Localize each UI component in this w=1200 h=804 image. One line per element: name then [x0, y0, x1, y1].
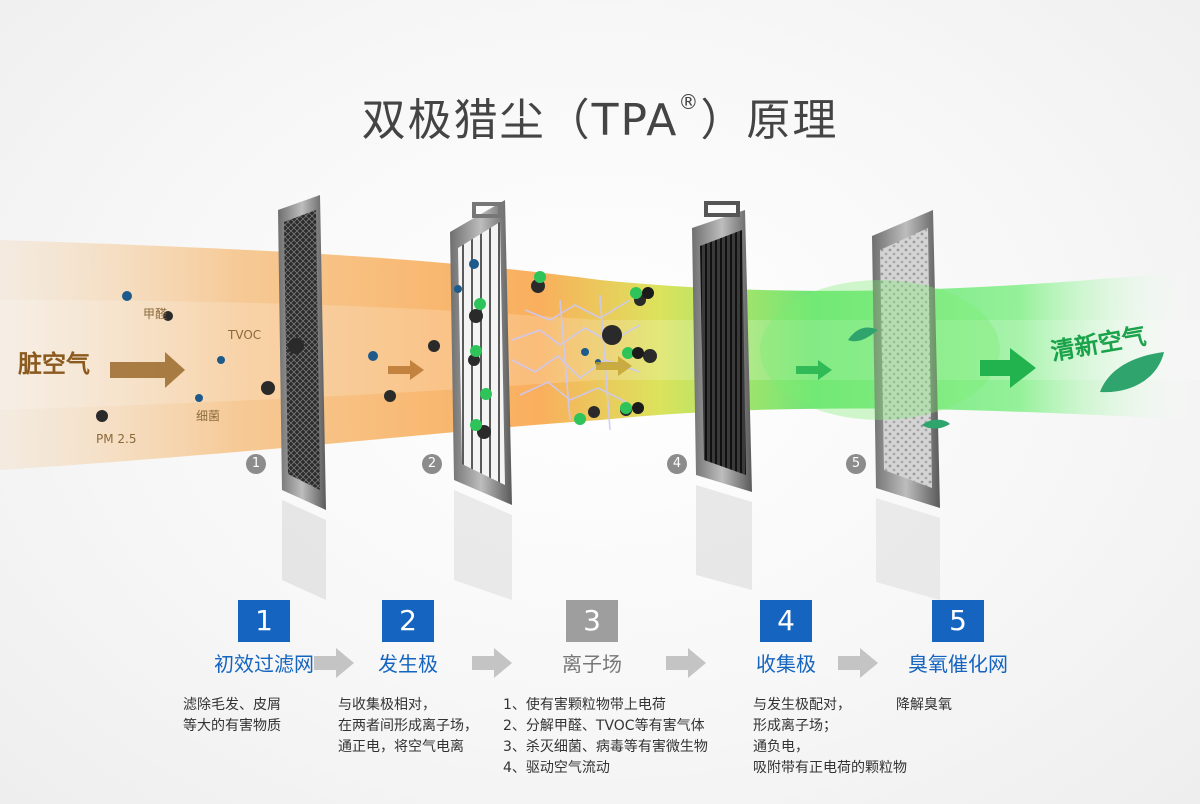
title-tail: ）原理	[700, 95, 839, 146]
filter-number-1: 1	[246, 454, 266, 474]
step-3-name: 离子场	[562, 652, 622, 676]
step-5-description: 降解臭氧	[896, 697, 952, 713]
tvoc-label: TVOC	[228, 328, 262, 342]
step-5-number: 5	[932, 600, 984, 642]
filter-1-prefilter	[278, 195, 326, 600]
flow-arrows	[110, 348, 1036, 388]
step-3-description: 1、使有害颗粒物带上电荷 2、分解甲醛、TVOC等有害气体 3、杀灭细菌、病毒等…	[503, 697, 708, 776]
pollutant-particles	[96, 259, 657, 439]
step-1-name: 初效过滤网	[214, 652, 314, 676]
step-1-description: 滤除毛发、皮屑 等大的有害物质	[183, 697, 281, 734]
step-2-number: 2	[382, 600, 434, 642]
negative-charge-icons	[632, 287, 654, 414]
step-3-number: 3	[566, 600, 618, 642]
filter-number-4: 4	[667, 454, 687, 474]
step-arrow-icon	[472, 648, 512, 678]
dirty-air-label: 脏空气	[18, 350, 90, 378]
pm25-label: PM 2.5	[96, 432, 137, 446]
title-main: 双极猎尘（TPA	[361, 95, 679, 146]
filter-number-5: 5	[846, 454, 866, 474]
step-4-name: 收集极	[756, 652, 816, 676]
step-4: 4 收集极	[738, 600, 834, 677]
filter-number-2: 2	[422, 454, 442, 474]
step-arrow-icon	[838, 648, 878, 678]
airflow-illustration	[0, 195, 1200, 600]
step-arrow-icon	[666, 648, 706, 678]
filter-4-collector	[692, 201, 752, 590]
step-3: 3 离子场	[544, 600, 640, 677]
positive-charge-icons	[470, 271, 642, 431]
step-5-name: 臭氧催化网	[908, 652, 1008, 676]
step-2-name: 发生极	[378, 652, 438, 676]
step-4-number: 4	[760, 600, 812, 642]
step-1: 1 初效过滤网	[176, 600, 352, 677]
step-1-number: 1	[238, 600, 290, 642]
leaf-icons	[848, 327, 1164, 429]
step-5: 5 臭氧催化网	[890, 600, 1026, 677]
title-registered-mark: ®	[678, 90, 701, 114]
step-2: 2 发生极	[360, 600, 456, 677]
formaldehyde-label: 甲醛	[143, 307, 168, 321]
step-4-description: 与发生极配对， 形成离子场； 通负电， 吸附带有正电荷的颗粒物	[753, 697, 907, 776]
step-2-description: 与收集极相对， 在两者间形成离子场， 通正电，将空气电离	[338, 697, 478, 755]
step-arrow-icon	[314, 648, 354, 678]
filter-2-emitter	[450, 200, 512, 600]
page-title: 双极猎尘（TPA®）原理	[0, 84, 1200, 148]
bacteria-label: 细菌	[196, 409, 221, 423]
filter-5-ozone-catalyst	[872, 210, 940, 600]
